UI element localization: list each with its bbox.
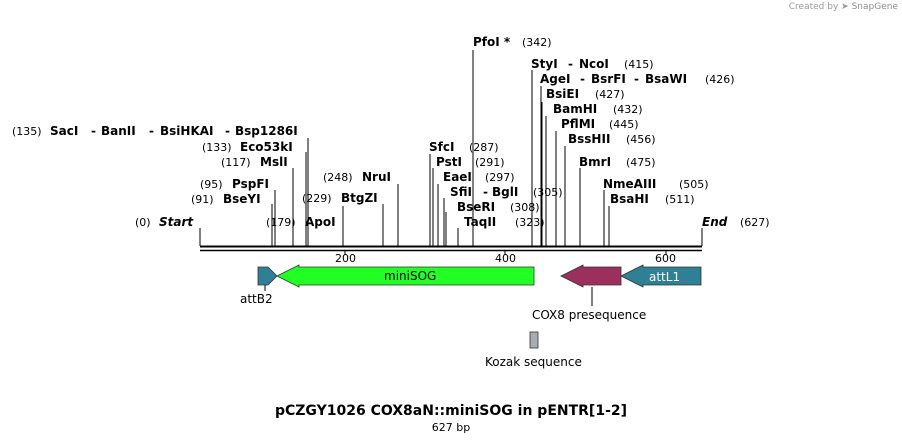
site-label-pspfi[interactable]: (95) PspFI <box>200 173 269 192</box>
end-label: End <box>702 215 728 229</box>
site-label-msli[interactable]: (117) MslI <box>221 151 288 170</box>
feature-label-kozak: Kozak sequence <box>485 355 582 369</box>
site-label-pfoi[interactable]: PfoI * (342) <box>473 31 552 50</box>
feature-label-minisog: miniSOG <box>384 269 436 283</box>
feature-label-attb2: attB2 <box>240 292 273 306</box>
site-label-bseri[interactable]: BseRI (308) <box>457 196 540 215</box>
feature-label-cox8: COX8 presequence <box>532 308 646 322</box>
site-label-agei-group[interactable]: AgeI - BsrFI - BsaWI (426) <box>540 68 735 87</box>
feature-label-attl1: attL1 <box>649 270 680 284</box>
ruler-tick-200: 200 <box>335 252 356 265</box>
feature-cox8-arrow[interactable] <box>560 264 622 288</box>
site-label-sfii-group[interactable]: SfiI - BglI (305) <box>450 181 563 200</box>
ruler-tick-400: 400 <box>495 252 516 265</box>
cut-site-lines <box>199 50 703 246</box>
feature-attB2-arrow[interactable] <box>257 266 278 286</box>
site-label-psti[interactable]: PstI (291) <box>436 151 505 170</box>
plasmid-title: pCZGY1026 COX8aN::miniSOG in pENTR[1-2] <box>274 403 628 419</box>
site-label-eaei[interactable]: EaeI (297) <box>443 166 515 185</box>
ruler-tick-600: 600 <box>655 252 676 265</box>
site-label-apoi[interactable]: (179) ApoI <box>266 211 336 230</box>
start-label: Start <box>159 215 194 229</box>
site-label-taqii[interactable]: TaqII (323) <box>464 211 545 230</box>
site-label-bsiei[interactable]: BsiEI (427) <box>546 83 625 102</box>
site-label-bsshii[interactable]: BssHII (456) <box>568 128 656 147</box>
feature-miniSOG-arrow[interactable] <box>276 264 535 288</box>
site-label-bmri[interactable]: BmrI (475) <box>579 151 656 170</box>
site-label-bsahi[interactable]: BsaHI (511) <box>610 188 695 207</box>
backbone <box>200 245 702 255</box>
snapgene-watermark: Created by ➤ SnapGene <box>788 2 898 12</box>
site-label-sfci[interactable]: SfcI (287) <box>429 136 499 155</box>
feature-kozak-box[interactable] <box>529 331 539 349</box>
end-position: (627) <box>740 216 770 229</box>
site-label-bamhi[interactable]: BamHI (432) <box>553 98 643 117</box>
start-position: (0) <box>135 216 151 229</box>
site-label-eco53ki[interactable]: (133) Eco53kI <box>202 136 293 155</box>
site-label-pflmi[interactable]: PflMI (445) <box>561 113 639 132</box>
site-label-nmeaiii[interactable]: NmeAIII (505) <box>603 173 709 192</box>
site-label-sacI-group[interactable]: (135) SacI - BanII - BsiHKAI - Bsp1286I <box>12 120 298 139</box>
site-label-bseyi[interactable]: (91) BseYI <box>191 188 261 207</box>
feature-attL1-arrow[interactable] <box>620 264 702 288</box>
site-label-btgzi[interactable]: (229) BtgZI <box>302 187 378 206</box>
snapgene-logo-icon: ➤ <box>841 2 849 12</box>
plasmid-length: 627 bp <box>431 421 471 434</box>
site-label-styi-group[interactable]: StyI - NcoI (415) <box>531 53 654 72</box>
site-label-nrui[interactable]: (248) NruI <box>323 166 391 185</box>
